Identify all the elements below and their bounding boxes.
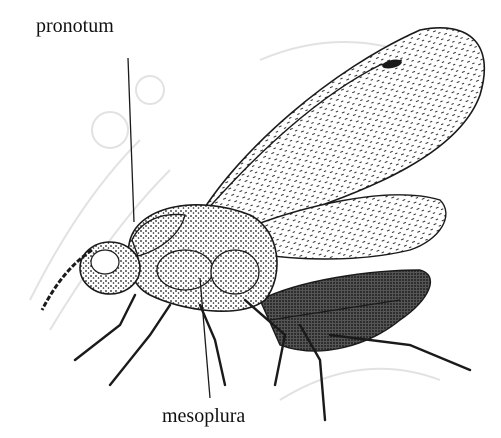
forewing — [200, 28, 484, 225]
propodeum — [211, 250, 259, 294]
pronotum-leader-line — [128, 58, 134, 222]
compound-eye — [91, 250, 119, 274]
pronotum-label: pronotum — [36, 16, 114, 36]
mesoplura-label: mesoplura — [162, 406, 245, 426]
abdomen — [260, 270, 430, 351]
mesopleuron — [157, 250, 213, 290]
